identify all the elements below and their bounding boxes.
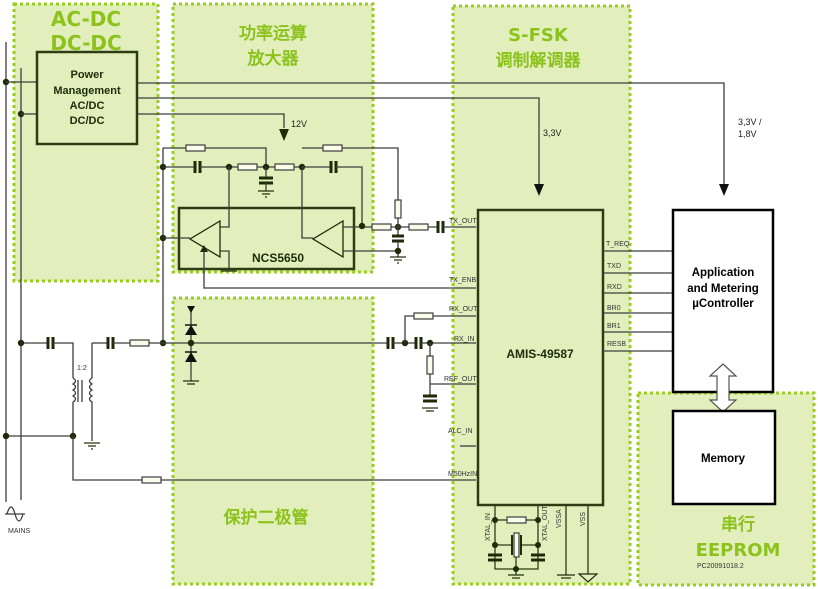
pin-vss: VSS	[580, 512, 587, 526]
zone-modem	[451, 4, 632, 586]
memory-block	[671, 409, 777, 506]
modem-chip-label: AMIS-49587	[506, 347, 574, 361]
zone-protection	[171, 296, 375, 586]
pin-rxd: RXD	[607, 284, 622, 291]
zone-protection-title: 保护二极管	[223, 507, 309, 528]
pin-xtal-in: XTAL_IN	[485, 513, 492, 541]
voltage-mcu-2: 1,8V	[738, 129, 757, 139]
modem-chip-block	[476, 208, 605, 507]
zone-power-title-1: AC-DC	[51, 7, 121, 31]
voltage-12v: 12V	[291, 119, 307, 129]
voltage-3v3: 3,3V	[543, 128, 562, 138]
pin-rx-in: RX_IN	[454, 336, 475, 343]
power-management-line-4: DC/DC	[70, 115, 105, 127]
opamp-label: NCS5650	[252, 251, 304, 265]
controller-line-2: and Metering	[687, 283, 759, 295]
transformer-ratio: 1:2	[77, 365, 87, 372]
pin-ref-out: REF_OUT	[444, 376, 477, 383]
pin-br0: BR0	[607, 305, 621, 312]
zone-eeprom-title-2: EEPROM	[696, 540, 781, 561]
pin-xtal-out: XTAL_OUT	[542, 505, 549, 541]
power-management-line-3: AC/DC	[70, 100, 105, 112]
zone-modem-title-1: S-FSK	[508, 25, 569, 46]
controller-line-3: µController	[692, 298, 754, 310]
pin-resb: RESB	[607, 341, 626, 348]
zone-amplifier-title-2: 放大器	[247, 48, 300, 69]
mains-label: MAINS	[8, 528, 31, 535]
zone-amplifier	[171, 2, 375, 274]
pin-vssa: VSSA	[556, 509, 563, 528]
pin-rx-out: RX_OUT	[449, 306, 478, 313]
pin-tx-enb: TX_ENB	[449, 277, 477, 284]
power-management-line-2: Management	[53, 85, 121, 97]
memory-label: Memory	[701, 453, 746, 465]
pin-m50hzin: M50HzIN	[448, 471, 477, 478]
pin-t-req: T_REQ	[606, 241, 630, 248]
pin-alc-in: ALC_IN	[448, 428, 473, 435]
pin-br1: BR1	[607, 323, 621, 330]
document-id: PC20091018.2	[697, 563, 744, 570]
controller-line-1: Application	[692, 267, 755, 279]
zone-amplifier-title-1: 功率运算	[239, 23, 307, 44]
pin-txd: TXD	[607, 263, 621, 270]
pin-tx-out: TX_OUT	[449, 218, 477, 225]
power-management-line-1: Power	[70, 69, 104, 81]
zone-eeprom-title-1: 串行	[721, 514, 755, 535]
voltage-mcu-1: 3,3V /	[738, 117, 762, 127]
zone-modem-title-2: 调制解调器	[496, 50, 582, 71]
mains-ac-icon	[5, 506, 25, 522]
